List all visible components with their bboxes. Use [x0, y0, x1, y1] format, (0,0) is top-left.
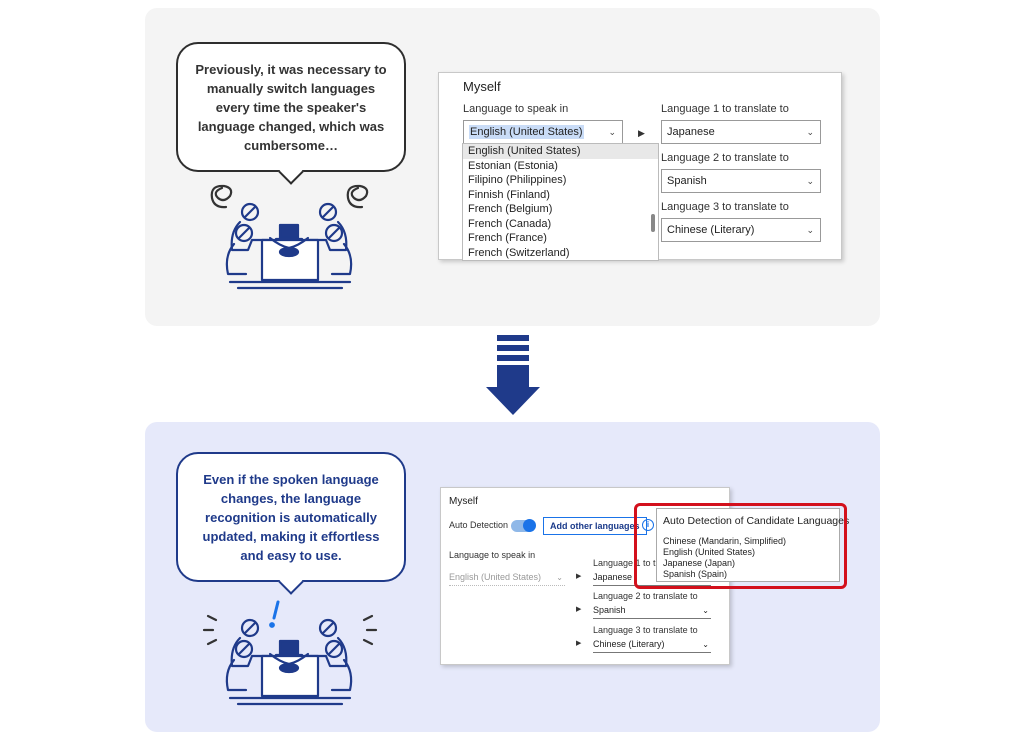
- auto-detection-toggle[interactable]: [511, 519, 536, 532]
- chevron-down-icon: ⌄: [608, 127, 616, 137]
- scrollbar-thumb[interactable]: [651, 214, 655, 232]
- language-3-value: Chinese (Literary): [667, 224, 755, 236]
- speech-bubble-before: Previously, it was necessary to manually…: [176, 42, 406, 185]
- list-item: Chinese (Mandarin, Simplified): [663, 536, 787, 546]
- language-1-label: Language 1 to translate to: [593, 558, 698, 568]
- speak-language-label: Language to speak in: [449, 550, 536, 560]
- language-2-label: Language 2 to translate to: [661, 152, 789, 164]
- speak-language-select-disabled: English (United States) ⌄: [449, 570, 565, 586]
- language-3-select[interactable]: Chinese (Literary) ⌄: [593, 637, 711, 653]
- down-arrow-icon: [486, 335, 540, 415]
- list-item[interactable]: French (Canada): [468, 217, 552, 230]
- bubble-text-line: manually switch languages: [206, 81, 376, 96]
- bubble-text-line: cumbersome…: [244, 138, 338, 153]
- arrow-right-icon: ▶: [576, 573, 582, 580]
- list-item: Japanese (Japan): [663, 558, 736, 568]
- bubble-text-line: updated, making it effortless: [202, 529, 380, 544]
- speech-bubble-after: Even if the spoken language changes, the…: [176, 452, 406, 595]
- highlight-frame: [634, 503, 847, 589]
- auto-detection-label: Auto Detection: [449, 520, 509, 530]
- bubble-text-line: recognition is automatically: [205, 510, 377, 525]
- window-title: Myself: [463, 79, 501, 94]
- popup-title: Auto Detection of Candidate Languages: [663, 515, 850, 527]
- arrow-right-icon: ▶: [576, 640, 582, 647]
- speak-language-value: English (United States): [449, 572, 542, 582]
- list-item[interactable]: English (United States): [463, 144, 658, 159]
- language-1-label: Language 1 to translate to: [661, 103, 789, 115]
- list-item[interactable]: French (France): [468, 232, 547, 244]
- list-item[interactable]: French (Switzerland): [468, 246, 570, 259]
- bubble-text-line: changes, the language: [220, 491, 362, 506]
- chevron-down-icon: ⌄: [702, 606, 709, 615]
- arrow-right-icon: ▶: [638, 128, 645, 138]
- language-2-select[interactable]: Spanish ⌄: [593, 603, 711, 619]
- arrow-right-icon: ▶: [576, 606, 582, 613]
- language-3-select[interactable]: Chinese (Literary) ⌄: [661, 218, 821, 242]
- list-item[interactable]: Filipino (Philippines): [468, 174, 567, 186]
- language-2-value: Spanish: [593, 605, 626, 615]
- language-1-select[interactable]: Japanese ⌄: [661, 120, 821, 144]
- info-icon[interactable]: i: [642, 519, 654, 531]
- bubble-text-line: language changed, which was: [197, 119, 385, 134]
- speak-language-label: Language to speak in: [463, 103, 569, 115]
- language-1-value: Japanese: [667, 126, 715, 138]
- list-item: Spanish (Spain): [663, 569, 728, 579]
- language-2-label: Language 2 to translate to: [593, 591, 698, 601]
- language-2-value: Spanish: [667, 175, 707, 187]
- chevron-down-icon: ⌄: [806, 176, 814, 186]
- speak-language-select[interactable]: English (United States) ⌄: [463, 120, 623, 144]
- chevron-down-icon: ⌄: [806, 127, 814, 137]
- list-item[interactable]: Estonian (Estonia): [468, 159, 558, 172]
- chevron-down-icon: ⌄: [702, 640, 709, 649]
- bubble-text-line: Previously, it was necessary to: [195, 62, 387, 77]
- window-title: Myself: [449, 496, 478, 507]
- bubble-text-line: and easy to use.: [240, 548, 342, 563]
- frustrated-meeting-illustration: [210, 184, 369, 290]
- language-3-label: Language 3 to translate to: [661, 201, 789, 213]
- list-item: English (United States): [663, 547, 756, 557]
- language-dropdown-list[interactable]: English (United States) Estonian (Estoni…: [462, 143, 659, 261]
- add-other-languages-button[interactable]: Add other languages: [543, 517, 647, 535]
- list-item[interactable]: French (Belgium): [468, 203, 553, 215]
- bubble-text-line: Even if the spoken language: [203, 472, 379, 487]
- candidate-languages-popup: Auto Detection of Candidate Languages Ch…: [656, 508, 849, 582]
- chevron-down-icon: ⌄: [556, 573, 563, 582]
- language-1-value: Japanese: [593, 572, 633, 582]
- list-item[interactable]: Finnish (Finland): [468, 188, 550, 201]
- happy-meeting-illustration: [202, 600, 378, 706]
- language-2-select[interactable]: Spanish ⌄: [661, 169, 821, 193]
- toggle-knob: [523, 519, 536, 532]
- bubble-text-line: every time the speaker's: [215, 100, 367, 115]
- language-3-value: Chinese (Literary): [593, 639, 665, 649]
- language-3-label: Language 3 to translate to: [593, 625, 698, 635]
- chevron-down-icon: ⌄: [806, 225, 814, 235]
- speak-language-value: English (United States): [469, 125, 584, 139]
